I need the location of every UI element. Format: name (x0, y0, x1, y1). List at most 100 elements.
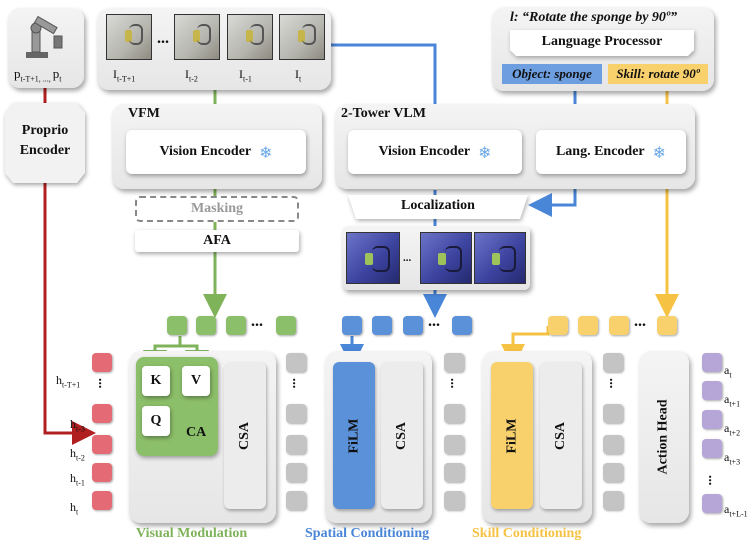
value-box: V (182, 366, 210, 396)
spatial-token (372, 316, 392, 335)
frames-panel: ... It-T+1 It-2 It-1 It (97, 8, 331, 90)
caption-spatial: Spatial Conditioning (305, 526, 430, 541)
spatial-csa-block: CSA (381, 362, 423, 509)
vfm-title: VFM (128, 106, 160, 121)
hidden-token (286, 435, 306, 454)
snowflake-icon: ❄ (478, 142, 492, 162)
frame-thumbnail (227, 14, 273, 60)
hidden-dots: ... (289, 378, 304, 389)
action-head: Action Head (639, 351, 689, 523)
csa-block: CSA (224, 362, 266, 509)
proprio-encoder-line2: Encoder (19, 143, 71, 158)
hidden-token (444, 491, 464, 510)
hidden-token (444, 435, 464, 454)
masking-box: Masking (135, 196, 299, 222)
action-label: at+3 (724, 450, 741, 467)
hidden-token (603, 404, 623, 423)
spatial-film-block: FiLM (333, 362, 375, 509)
hidden-token (444, 404, 464, 423)
skill-token (578, 316, 598, 335)
ca-label: CA (186, 425, 207, 440)
hidden-token (603, 353, 623, 372)
skill-token (548, 316, 568, 335)
frame-label: It-T+1 (113, 67, 136, 84)
frame-label: It-2 (185, 67, 198, 84)
action-label: at (724, 363, 732, 380)
hidden-dots: ... (606, 378, 621, 389)
action-label: at+L-1 (724, 502, 748, 519)
proprio-label: pt-T+1, ..., pt (14, 66, 62, 84)
history-token (92, 491, 112, 510)
vfm-token (276, 316, 296, 335)
hidden-token (603, 491, 623, 510)
history-label: ht-T+1 (56, 373, 81, 390)
skill-token (657, 316, 677, 335)
spatial-token (342, 316, 362, 335)
red-line-enc-history (43, 182, 96, 445)
frame-label: It-1 (239, 67, 252, 84)
proprio-panel: pt-T+1, ..., pt (8, 8, 84, 88)
vlm-vision-encoder: Vision Encoder❄ (348, 130, 522, 174)
spatial-token (403, 316, 423, 335)
hidden-token (603, 435, 623, 454)
history-label: ht-1 (70, 471, 85, 488)
spatial-token-dots: ... (428, 313, 440, 330)
history-token (92, 463, 112, 482)
action-label: at+2 (724, 421, 741, 438)
hidden-token (444, 353, 464, 372)
localized-frame (346, 232, 400, 284)
cross-attention-block: K V Q CA (136, 357, 218, 456)
frame-thumbnail (279, 14, 325, 60)
history-dots: ... (95, 378, 110, 389)
history-token (92, 404, 112, 423)
history-label: ht-3 (70, 417, 85, 434)
skill-token-dots: ... (634, 313, 646, 330)
lang-encoder: Lang. Encoder❄ (536, 130, 686, 174)
hidden-token (286, 353, 306, 372)
hidden-token (444, 463, 464, 482)
afa-box: AFA (135, 230, 299, 252)
localization-box: Localization (348, 195, 528, 219)
localization-images: ... (342, 226, 530, 290)
language-processor: Language Processor (510, 30, 694, 56)
proprio-encoder-line1: Proprio (21, 123, 69, 138)
skill-token (609, 316, 629, 335)
snowflake-icon: ❄ (259, 142, 273, 162)
hidden-token (603, 463, 623, 482)
blue-line-frame-vlm (330, 43, 437, 130)
action-dots: ... (705, 475, 720, 486)
history-token (92, 353, 112, 372)
hidden-token (286, 491, 306, 510)
localized-frame (420, 232, 472, 284)
spatial-token (452, 316, 472, 335)
snowflake-icon: ❄ (652, 142, 667, 162)
action-token (702, 381, 722, 400)
robot-arm-icon (26, 15, 63, 58)
instruction-panel: l: “Rotate the sponge by 90º” Language P… (492, 7, 714, 91)
vfm-token-dots: ... (251, 313, 263, 330)
frame-thumbnail (106, 14, 152, 60)
action-token (702, 353, 722, 372)
object-tag: Object: sponge (502, 64, 602, 84)
frame-thumbnail (174, 14, 220, 60)
action-label: at+1 (724, 392, 741, 409)
vfm-token (196, 316, 216, 335)
localization-dots: ... (403, 252, 412, 264)
instruction-text: l: “Rotate the sponge by 90º” (510, 10, 678, 25)
skill-tag: Skill: rotate 90º (608, 64, 708, 84)
action-token (702, 410, 722, 429)
caption-visual: Visual Modulation (136, 526, 248, 541)
history-label: ht (70, 500, 79, 517)
action-token (702, 494, 722, 513)
vfm-token (226, 316, 246, 335)
vfm-vision-encoder: Vision Encoder❄ (126, 130, 306, 174)
key-box: K (142, 366, 170, 396)
action-token (702, 439, 722, 458)
query-box: Q (142, 406, 170, 436)
skill-film-block: FiLM (491, 362, 533, 509)
history-token (92, 435, 112, 454)
frames-dots: ... (157, 30, 169, 47)
hidden-token (286, 463, 306, 482)
vfm-token (167, 316, 187, 335)
caption-skill: Skill Conditioning (472, 526, 582, 541)
